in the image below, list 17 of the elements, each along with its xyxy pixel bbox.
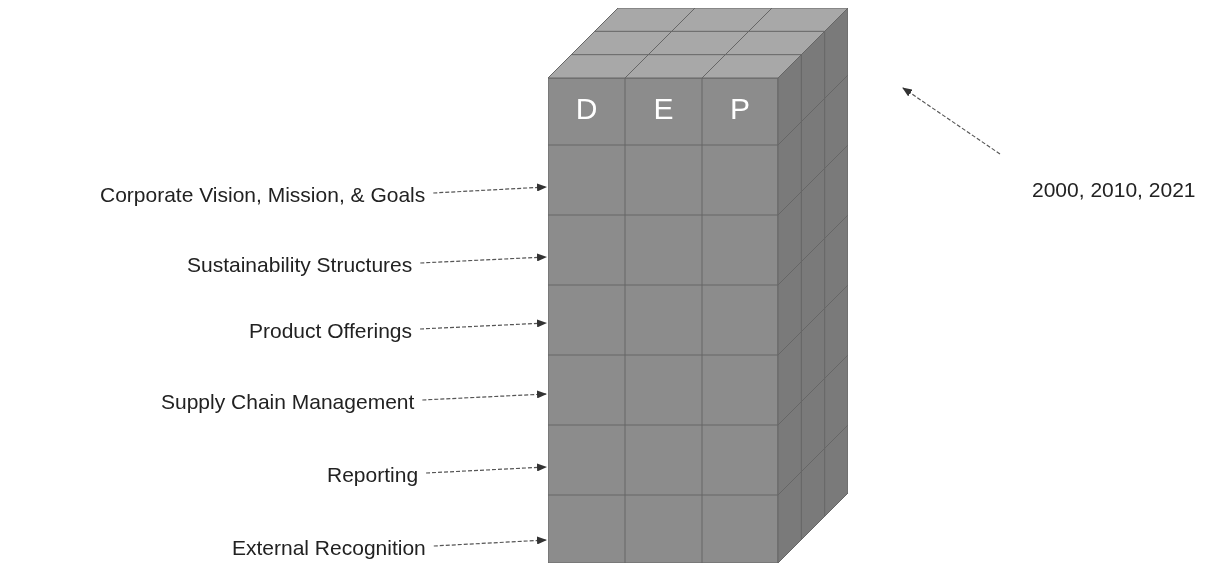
category-label: Reporting	[327, 463, 419, 487]
category-label: Supply Chain Management	[161, 390, 415, 414]
category-label: Product Offerings	[249, 319, 413, 343]
arrow	[419, 319, 547, 330]
arrow	[432, 183, 547, 194]
arrow	[421, 390, 547, 401]
arrow	[425, 463, 547, 474]
column-letter: E	[652, 92, 675, 126]
category-label: External Recognition	[232, 536, 426, 560]
year-list: 2000, 2010, 2021	[1032, 178, 1196, 202]
column-letter: P	[729, 92, 751, 126]
arrow	[902, 87, 1001, 155]
category-label: Sustainability Structures	[187, 253, 413, 277]
arrow	[433, 536, 547, 547]
column-letter: D	[574, 92, 599, 126]
arrow	[419, 253, 547, 264]
category-label: Corporate Vision, Mission, & Goals	[100, 183, 426, 207]
